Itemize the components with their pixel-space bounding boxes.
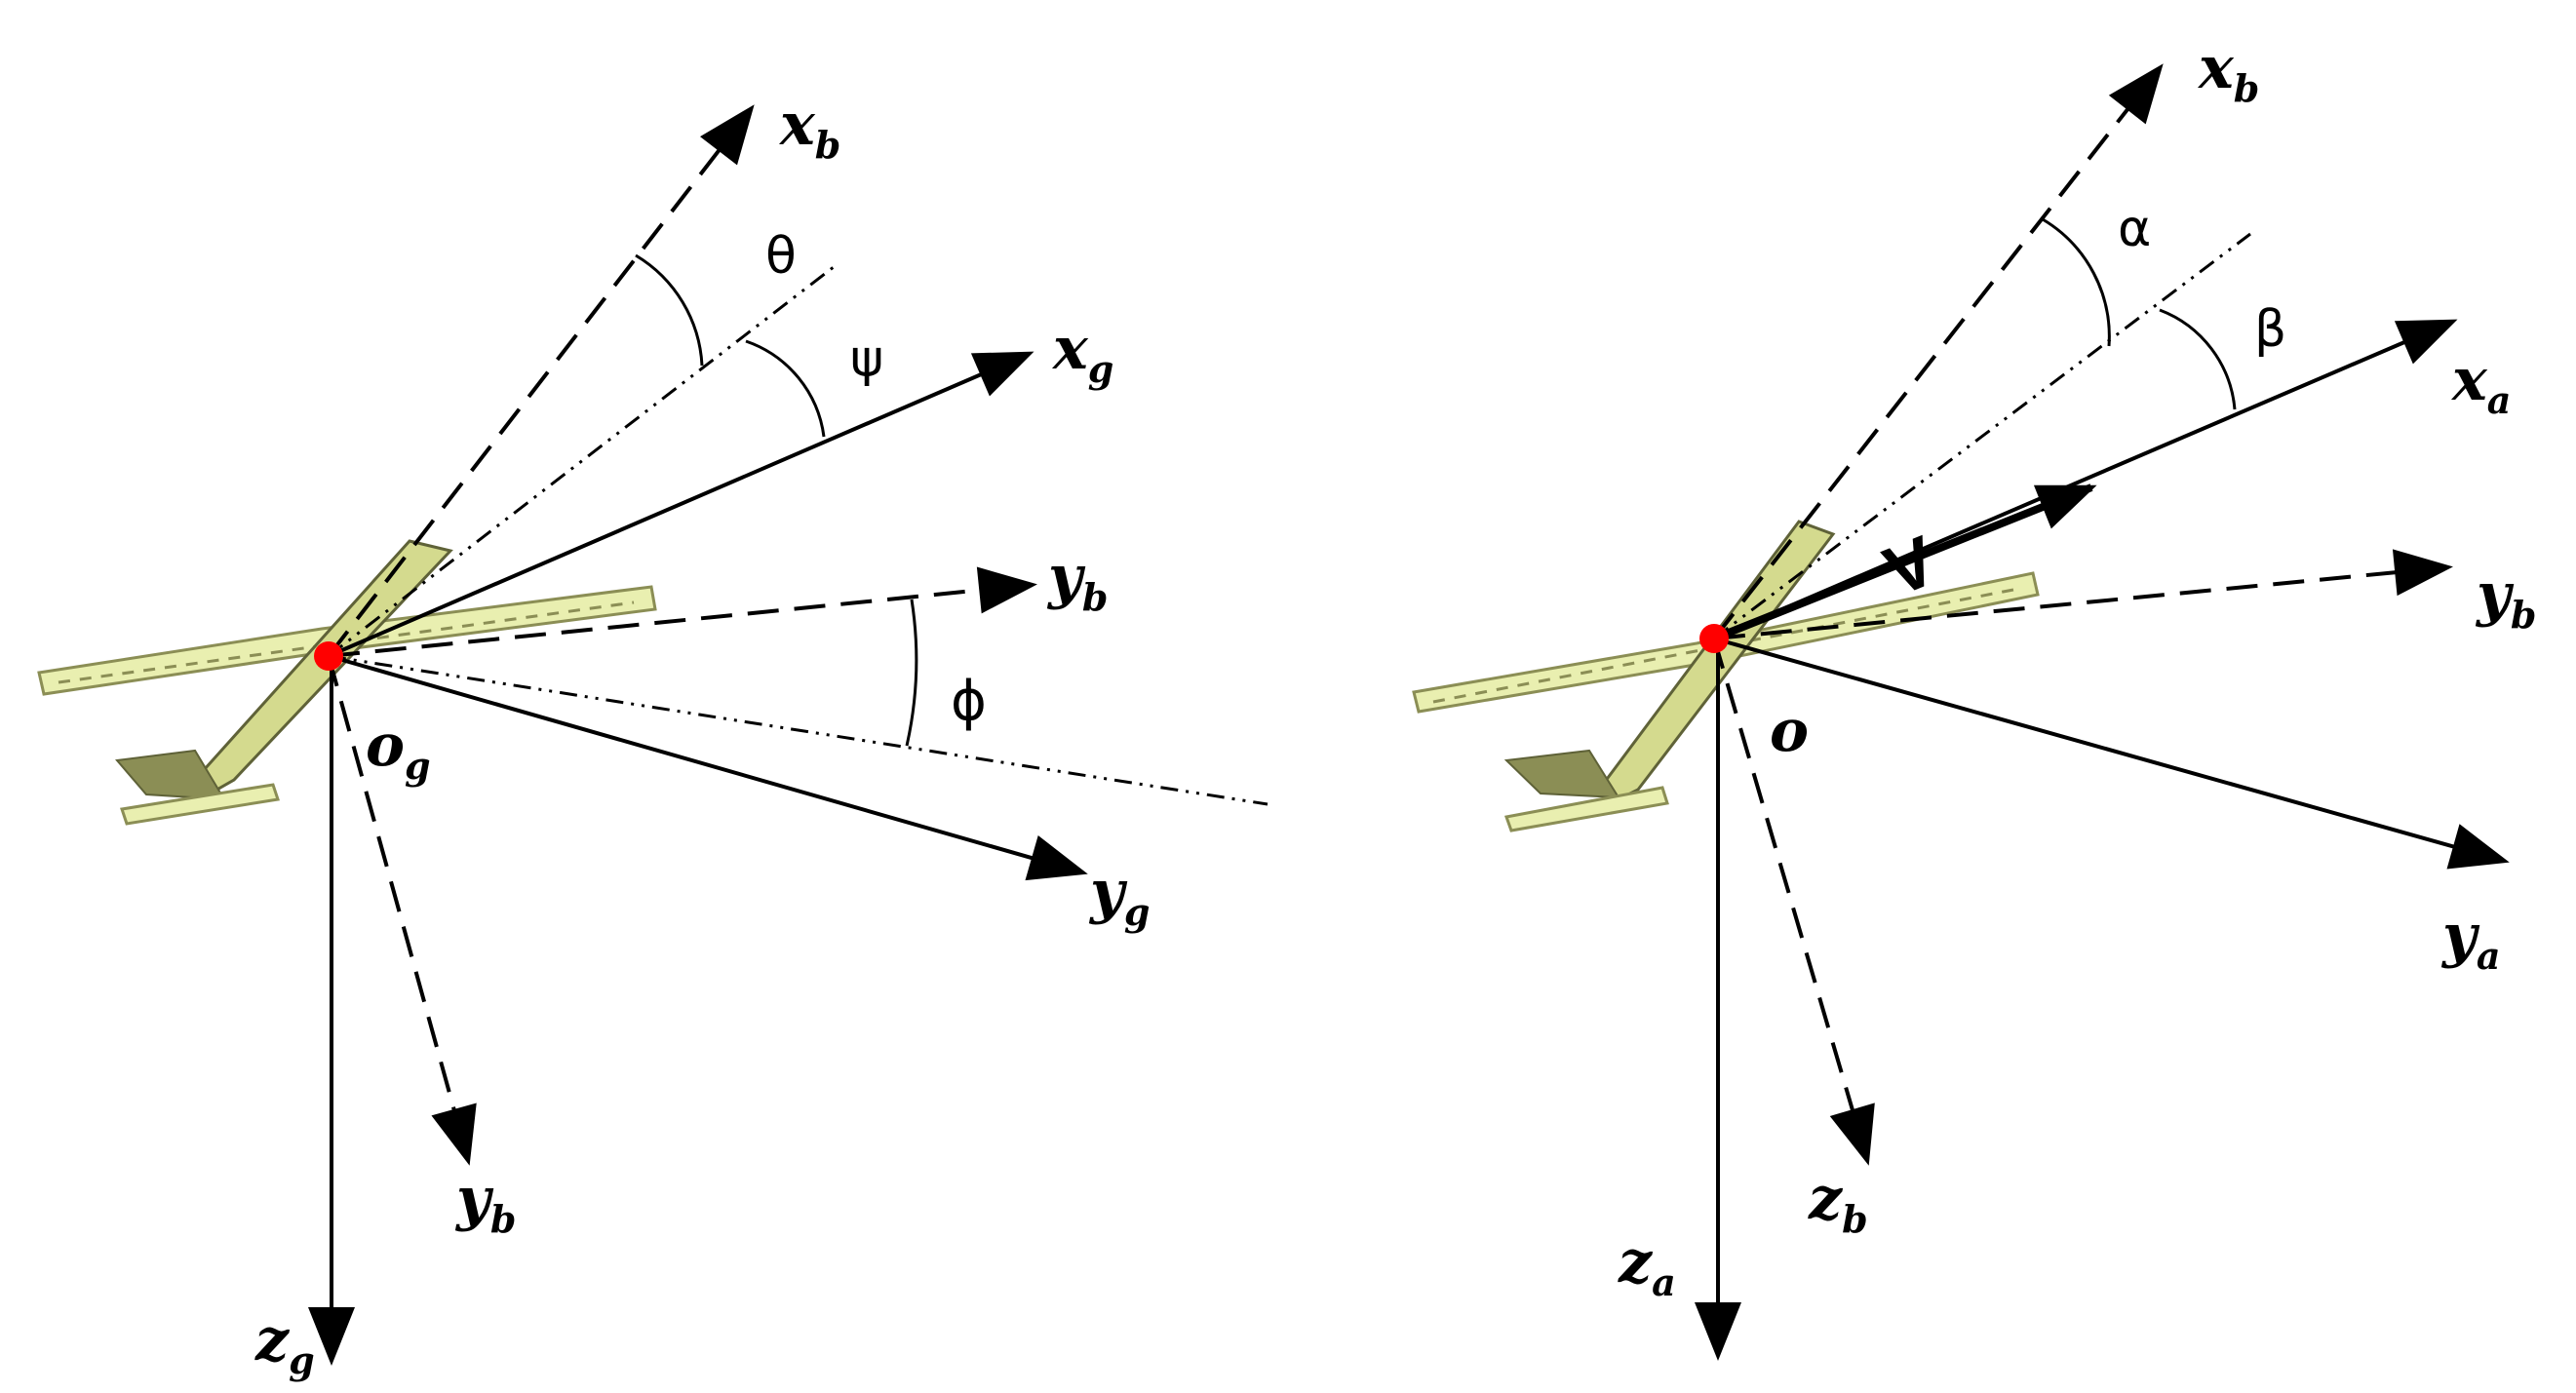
left-label-phi: ϕ — [951, 670, 987, 733]
right-plane-tail — [1503, 749, 1620, 799]
left-label-theta: θ — [765, 227, 797, 286]
left-plane-tail — [115, 749, 226, 801]
left-label-xb: xb — [778, 91, 840, 167]
left-axis-yb-right — [328, 566, 1037, 658]
left-axis-yg — [328, 654, 1088, 881]
right-label-xa: xa — [2450, 346, 2511, 422]
left-plane-stabilizer — [120, 783, 280, 826]
left-arc-psi — [745, 339, 826, 438]
left-frame: xb xg yb yg yb zg og θ ψ ϕ — [37, 91, 1268, 1382]
left-ref-line-y — [328, 654, 1268, 806]
left-label-origin: og — [366, 712, 431, 788]
left-label-xg: xg — [1051, 315, 1113, 391]
left-axis-xb — [327, 104, 755, 658]
left-airplane — [37, 539, 657, 826]
right-airplane — [1412, 520, 2040, 832]
left-label-yb-right: yb — [1046, 543, 1108, 619]
left-ref-line-x — [328, 261, 839, 658]
right-frame: xb xa yb ya zb za o V α β — [1412, 34, 2536, 1361]
right-label-beta: β — [2254, 300, 2286, 359]
left-axis-xg — [328, 351, 1034, 658]
right-label-yb: yb — [2475, 561, 2536, 637]
left-arc-theta — [635, 253, 704, 367]
left-label-yg: yg — [1088, 858, 1150, 934]
left-label-psi: ψ — [850, 329, 883, 388]
left-label-zg: zg — [254, 1306, 315, 1382]
right-axis-xb — [1712, 63, 2164, 640]
right-plane-stabilizer — [1503, 786, 1669, 832]
left-arc-phi — [905, 599, 918, 747]
right-label-xb: xb — [2197, 34, 2259, 110]
right-axis-yb — [1713, 549, 2453, 640]
right-label-za: za — [1618, 1228, 1676, 1304]
right-label-alpha: α — [2118, 200, 2151, 258]
right-velocity-vector — [1712, 484, 2097, 642]
right-label-origin: o — [1770, 697, 1809, 765]
right-axis-ya — [1713, 637, 2510, 870]
right-label-zb: zb — [1808, 1165, 1868, 1241]
right-arc-alpha — [2042, 217, 2111, 347]
right-ref-line — [1713, 232, 2251, 640]
right-arc-beta — [2159, 308, 2237, 410]
left-label-yb-down: yb — [454, 1165, 516, 1241]
right-label-ya: ya — [2440, 902, 2501, 978]
right-origin-dot — [1699, 624, 1729, 653]
left-origin-dot — [314, 641, 343, 671]
left-axis-yb-down — [327, 655, 477, 1166]
right-label-velocity: V — [1874, 522, 1947, 611]
